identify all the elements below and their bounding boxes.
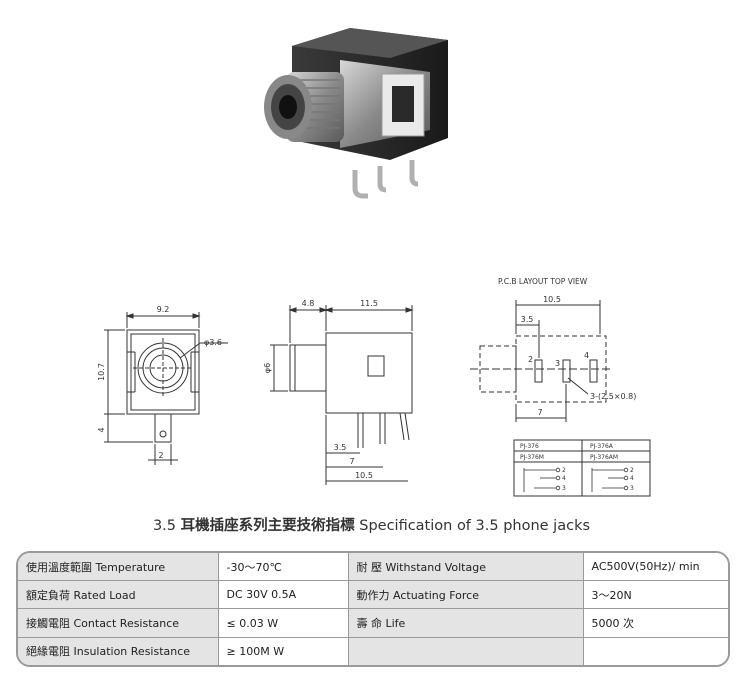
schematic-table [513, 439, 651, 497]
spec-label [347, 636, 584, 665]
pcb-title: P.C.B LAYOUT TOP VIEW [498, 277, 588, 286]
spec-label: 絕緣電阻 Insulation Resistance [18, 636, 219, 665]
spec-label: 使用溫度範圍 Temperature [18, 553, 219, 582]
model-label: PJ-376 [520, 443, 539, 450]
side-total-label: 10.5 [355, 471, 373, 480]
pin-label: 4 [562, 475, 566, 482]
spec-value [582, 636, 728, 665]
table-row: 絕緣電阻 Insulation Resistance ≥ 100M W [18, 636, 728, 665]
spec-title: 3.5 耳機插座系列主要技術指標 Specification of 3.5 ph… [0, 514, 743, 535]
spec-title-cn: 耳機插座系列主要技術指標 [180, 518, 355, 534]
side-pin1-label: 3.5 [334, 443, 347, 452]
spec-value: AC500V(50Hz)/ min [582, 553, 728, 582]
model-label: PJ-376AM [590, 454, 618, 461]
pcb-pin-label: 3 [555, 359, 560, 368]
spec-value: ≤ 0.03 W [217, 608, 349, 638]
spec-table: 使用溫度範圍 Temperature -30～70℃ 耐 壓 Withstand… [18, 553, 728, 665]
front-pin-width-label: 2 [158, 451, 163, 460]
side-front-len-label: 4.8 [302, 299, 315, 308]
pcb-hole-note: 3-(2.5×0.8) [590, 392, 636, 401]
spec-value: DC 30V 0.5A [217, 580, 349, 610]
side-pin2-label: 7 [349, 457, 354, 466]
front-view [104, 312, 228, 465]
model-label: PJ-376A [590, 443, 614, 450]
table-row: 使用溫度範圍 Temperature -30～70℃ 耐 壓 Withstand… [18, 553, 728, 582]
spec-value: 3～20N [582, 580, 728, 610]
pin-label: 2 [630, 467, 634, 474]
side-body-len-label: 11.5 [360, 299, 378, 308]
product-photo [264, 28, 448, 199]
spec-value: ≥ 100M W [217, 636, 349, 665]
spec-label: 動作力 Actuating Force [347, 580, 584, 610]
spec-label: 耐 壓 Withstand Voltage [347, 553, 584, 582]
pin-label: 4 [630, 475, 634, 482]
pcb-layout [470, 300, 612, 422]
technical-drawings: 9.2 φ3.6 10.7 4 2 4.8 11.5 φ6 3.5 7 10.5… [97, 277, 651, 497]
spec-value: 5000 次 [582, 608, 728, 638]
pcb-pin-label: 2 [528, 355, 533, 364]
pin-label: 3 [562, 485, 566, 492]
pcb-width-label: 10.5 [543, 295, 561, 304]
spec-label: 額定負荷 Rated Load [18, 580, 219, 610]
side-dia-label: φ6 [263, 363, 272, 373]
spec-title-en: Specification of 3.5 phone jacks [359, 518, 591, 534]
side-view [270, 305, 414, 485]
spec-label: 壽 命 Life [347, 608, 584, 638]
front-height-label: 10.7 [97, 363, 106, 381]
pin-label: 2 [562, 467, 566, 474]
spec-value: -30～70℃ [217, 553, 349, 582]
model-label: PJ-376M [520, 454, 544, 461]
front-pin-length-label: 4 [97, 427, 106, 432]
table-row: 接觸電阻 Contact Resistance ≤ 0.03 W 壽 命 Lif… [18, 608, 728, 638]
pcb-pin-label: 4 [584, 351, 589, 360]
front-width-label: 9.2 [157, 305, 170, 314]
pcb-offset-label: 3.5 [521, 315, 534, 324]
spec-label: 接觸電阻 Contact Resistance [18, 608, 219, 638]
front-hole-label: φ3.6 [204, 338, 222, 347]
pin-label: 3 [630, 485, 634, 492]
spec-prefix: 3.5 [152, 518, 177, 534]
spec-table-frame: 使用溫度範圍 Temperature -30～70℃ 耐 壓 Withstand… [16, 551, 730, 667]
table-row: 額定負荷 Rated Load DC 30V 0.5A 動作力 Actuatin… [18, 580, 728, 610]
pcb-depth-label: 7 [537, 408, 542, 417]
